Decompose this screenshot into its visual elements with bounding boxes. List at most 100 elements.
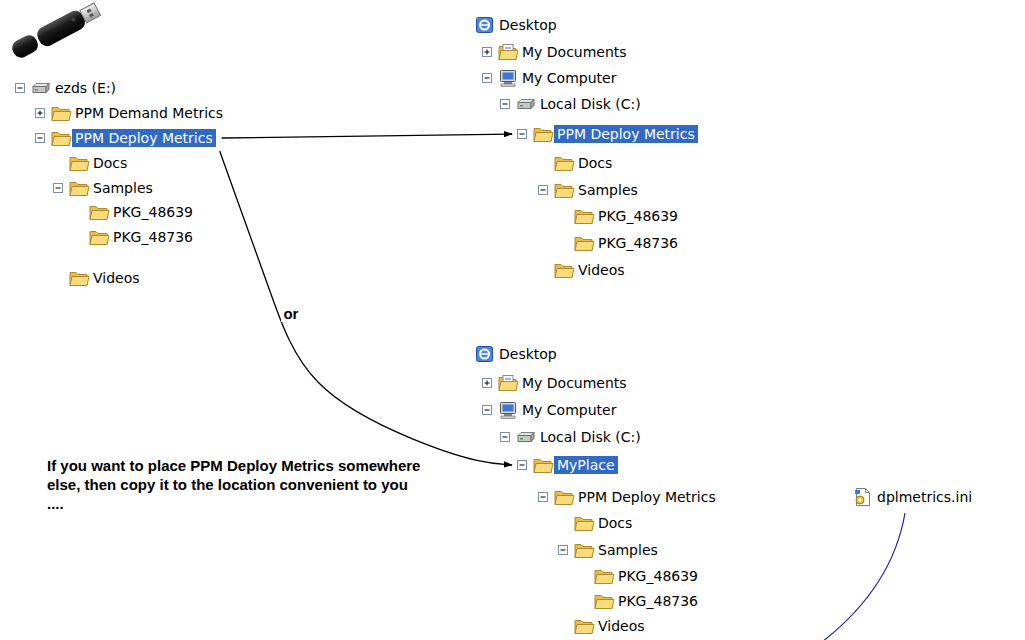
expander-slot xyxy=(555,512,573,534)
item-label: PKG_48639 xyxy=(595,207,681,225)
tree-item: Local Disk (C:) xyxy=(497,426,644,448)
connector-arrow xyxy=(220,151,512,465)
expand-button xyxy=(483,379,492,388)
tree-item: Desktop xyxy=(456,14,560,36)
item-label: PKG_48639 xyxy=(615,567,701,585)
tree-item: Samples xyxy=(535,179,641,201)
folder-icon xyxy=(88,201,110,223)
tree-item: PPM Deploy Metrics xyxy=(535,486,719,508)
expander-slot xyxy=(535,179,553,201)
tree-item: Docs xyxy=(50,152,130,174)
expander-slot xyxy=(456,343,474,365)
expander-slot xyxy=(555,205,573,227)
item-label: My Documents xyxy=(519,43,630,61)
expander-slot xyxy=(479,67,497,89)
desktop-icon xyxy=(474,14,496,36)
expand-button xyxy=(36,109,45,118)
tree-item: PKG_48639 xyxy=(70,201,196,223)
item-label: My Documents xyxy=(519,374,630,392)
folder-icon xyxy=(553,259,575,281)
edge-label: or xyxy=(281,305,300,322)
expander-slot xyxy=(514,123,532,145)
tree-item: Samples xyxy=(555,539,661,561)
item-label: Docs xyxy=(575,154,615,172)
expander-slot xyxy=(535,152,553,174)
collapse-button xyxy=(539,186,548,195)
item-label: ezds (E:) xyxy=(52,79,119,97)
tree-item: PKG_48736 xyxy=(555,232,681,254)
collapse-button xyxy=(539,493,548,502)
usb-stick xyxy=(9,0,102,60)
item-label: Videos xyxy=(595,617,648,635)
item-label: Samples xyxy=(575,181,641,199)
expander-slot xyxy=(12,77,30,99)
expander-slot xyxy=(479,41,497,63)
note-text: If you want to place PPM Deploy Metrics … xyxy=(47,456,422,513)
item-label: PPM Deploy Metrics xyxy=(575,488,719,506)
expander-slot xyxy=(834,486,852,508)
folder-icon xyxy=(553,152,575,174)
tree-item: Videos xyxy=(50,267,143,289)
tree-item: My Computer xyxy=(479,399,619,421)
tree-item: Samples xyxy=(50,177,156,199)
expander-slot xyxy=(479,372,497,394)
folder-icon xyxy=(553,486,575,508)
ini-icon xyxy=(852,486,874,508)
folder-icon xyxy=(573,615,595,637)
tree-item: PKG_48736 xyxy=(575,590,701,612)
mycomputer-icon xyxy=(497,399,519,421)
folder-icon xyxy=(573,232,595,254)
tree-item: Desktop xyxy=(456,343,560,365)
item-label: My Computer xyxy=(519,69,619,87)
collapse-button xyxy=(36,134,45,143)
collapse-button xyxy=(518,130,527,139)
item-label: PKG_48639 xyxy=(110,203,196,221)
collapse-button xyxy=(483,406,492,415)
folder-icon xyxy=(50,102,72,124)
mydocs-icon xyxy=(497,372,519,394)
expander-slot xyxy=(497,93,515,115)
expander-slot xyxy=(70,201,88,223)
tree-item: PKG_48736 xyxy=(70,226,196,248)
expander-slot xyxy=(32,102,50,124)
folder-icon xyxy=(68,152,90,174)
tree-item: Docs xyxy=(555,512,635,534)
item-label: PPM Deploy Metrics xyxy=(72,129,216,147)
collapse-button xyxy=(54,184,63,193)
usb-body xyxy=(34,8,88,49)
collapse-button xyxy=(518,461,527,470)
item-label: Samples xyxy=(595,541,661,559)
usb-slot xyxy=(87,9,92,14)
collapse-button xyxy=(559,546,568,555)
item-label: Desktop xyxy=(496,16,560,34)
expander-slot xyxy=(32,127,50,149)
tree-item: ezds (E:) xyxy=(12,77,119,99)
tree-item: PKG_48639 xyxy=(575,565,701,587)
expander-slot xyxy=(575,590,593,612)
tree-item: PPM Deploy Metrics xyxy=(514,123,698,145)
item-label: PPM Deploy Metrics xyxy=(554,125,698,143)
folder-icon xyxy=(532,123,554,145)
folder-icon xyxy=(532,454,554,476)
collapse-button xyxy=(501,100,510,109)
expander-slot xyxy=(70,226,88,248)
expander-slot xyxy=(50,267,68,289)
leader-line xyxy=(822,513,905,640)
usb-hole xyxy=(71,17,76,22)
folder-icon xyxy=(593,590,615,612)
tree-item: My Computer xyxy=(479,67,619,89)
expander-slot xyxy=(555,539,573,561)
expander-slot xyxy=(514,454,532,476)
item-label: Desktop xyxy=(496,345,560,363)
expander-slot xyxy=(50,177,68,199)
item-label: Local Disk (C:) xyxy=(537,95,644,113)
item-label: Docs xyxy=(595,514,635,532)
tree-item: PPM Demand Metrics xyxy=(32,102,226,124)
tree-item: Videos xyxy=(555,615,648,637)
expand-button xyxy=(483,48,492,57)
tree-item: My Documents xyxy=(479,41,630,63)
folder-icon xyxy=(593,565,615,587)
expander-slot xyxy=(555,615,573,637)
item-label: Videos xyxy=(90,269,143,287)
